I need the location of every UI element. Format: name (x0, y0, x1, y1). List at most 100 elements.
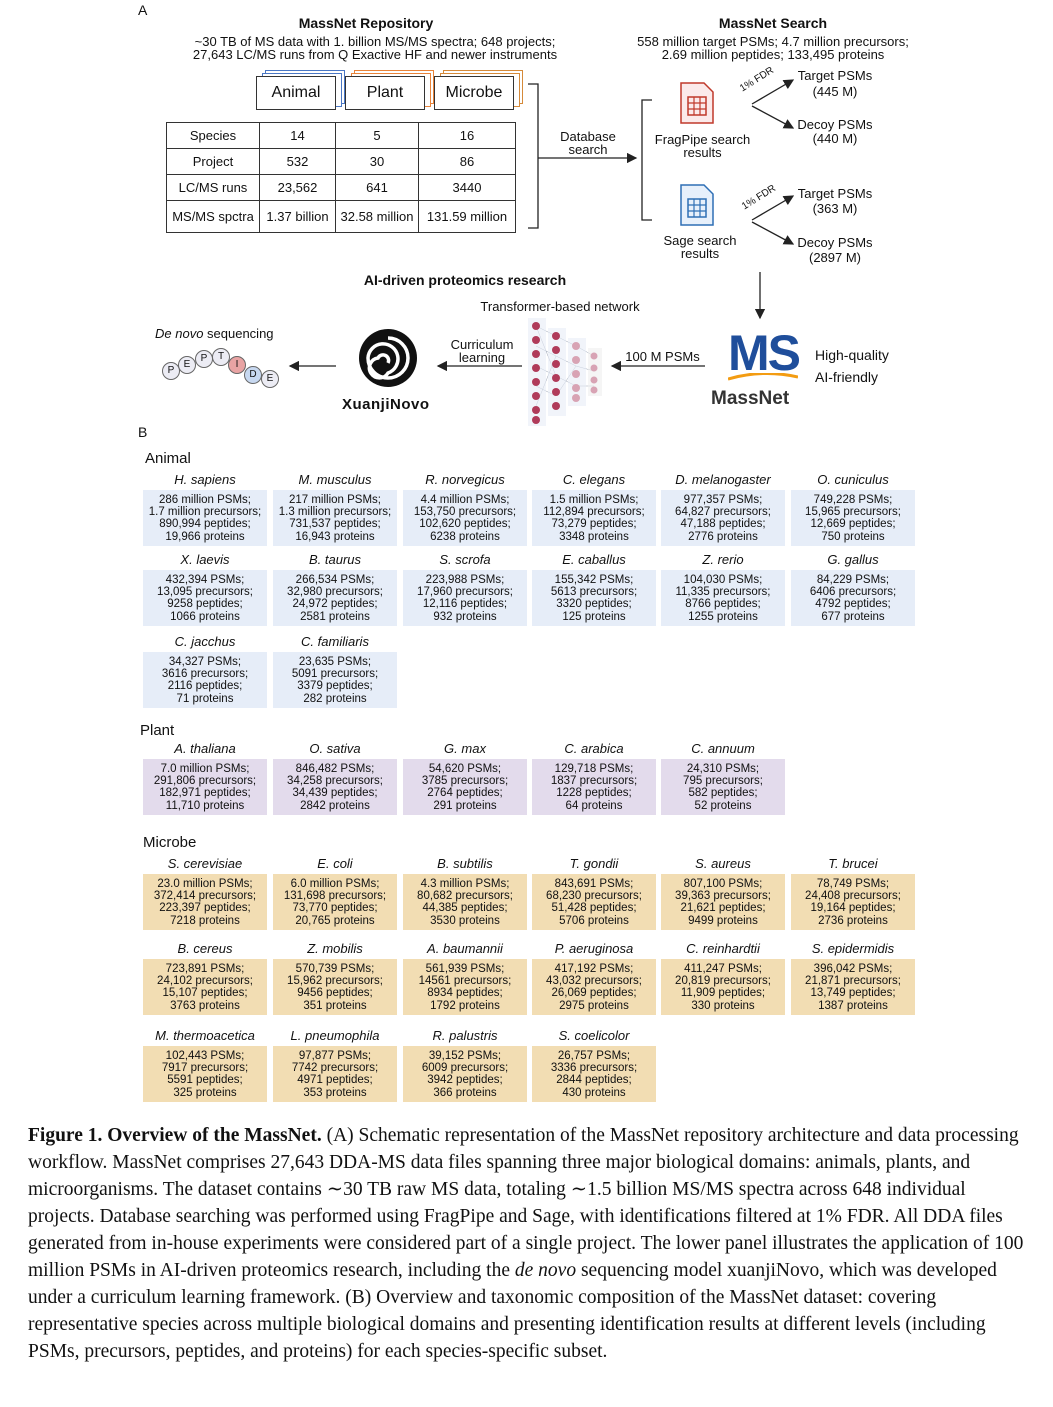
species-stat: 23,635 PSMs; (298, 656, 372, 668)
peptide-bead: D (244, 366, 262, 384)
species-card: 411,247 PSMs;20,819 precursors;11,909 pe… (661, 959, 785, 1015)
species-stat: 73,770 peptides; (292, 902, 378, 915)
denovo-label: De novo sequencing (155, 327, 274, 341)
massnet-logo-icon: MS (728, 325, 801, 381)
search-title: MassNet Search (718, 15, 828, 31)
species-card: 7.0 million PSMs;291,806 precursors;182,… (143, 759, 267, 815)
species-stat: 1.3 million precursors; (278, 506, 392, 519)
species-name: A. baumannii (427, 941, 503, 956)
species-stat: 1387 proteins (818, 999, 888, 1012)
fragpipe-decoy-2: (440 M) (812, 131, 858, 146)
peptide-bead: E (261, 370, 279, 388)
sage-target-2: (363 M) (812, 201, 858, 216)
panel-a-label: A (138, 2, 148, 18)
species-stat: 16,943 proteins (295, 530, 375, 543)
species-name: G. gallus (827, 552, 879, 567)
species-stat: 7742 precursors; (291, 1062, 379, 1075)
species-stat: 47,188 peptides; (680, 518, 766, 531)
species-name: C. annuum (691, 741, 755, 756)
species-stat: 5706 proteins (559, 914, 629, 927)
species-stat: 20,819 precursors; (675, 975, 771, 988)
species-stat: 78,749 PSMs; (816, 878, 890, 890)
species-card: 266,534 PSMs;32,980 precursors;24,972 pe… (273, 570, 397, 626)
species-card: 34,327 PSMs;3616 precursors;2116 peptide… (143, 652, 267, 708)
species-stat: 3530 proteins (430, 914, 500, 927)
species-stat: 4792 peptides; (815, 598, 891, 611)
species-stat: 64 proteins (565, 799, 623, 812)
species-card: 39,152 PSMs;6009 precursors;3942 peptide… (403, 1046, 527, 1102)
species-stat: 24,408 precursors; (805, 890, 901, 903)
folder-animal: Animal (256, 76, 336, 110)
species-name: R. norvegicus (425, 472, 505, 487)
species-name: B. cereus (177, 941, 233, 956)
species-stat: 417,192 PSMs; (554, 963, 634, 975)
animal-section-label: Animal (145, 450, 191, 467)
species-card: 129,718 PSMs;1837 precursors;1228 peptid… (532, 759, 656, 815)
row-label: LC/MS runs (166, 174, 260, 201)
species-card: 97,877 PSMs;7742 precursors;4971 peptide… (273, 1046, 397, 1102)
species-name: C. reinhardtii (686, 941, 760, 956)
species-stat: 19,164 peptides; (810, 902, 896, 915)
species-name: O. cuniculus (817, 472, 889, 487)
species-card: 561,939 PSMs;14561 precursors;8934 pepti… (403, 959, 527, 1015)
table-row: MS/MS spctra 1.37 billion 32.58 million … (166, 200, 516, 233)
massnet-swoosh-icon (727, 368, 799, 381)
species-stat: 5613 precursors; (550, 586, 638, 599)
species-stat: 5591 peptides; (167, 1074, 243, 1087)
xuanji-name: XuanjiNovo (342, 396, 430, 413)
species-stat: 23.0 million PSMs; (157, 878, 253, 890)
species-stat: 26,757 PSMs; (557, 1050, 631, 1062)
species-stat: 8766 peptides; (685, 598, 761, 611)
species-stat: 1228 peptides; (556, 787, 632, 800)
species-card: 723,891 PSMs;24,102 precursors;15,107 pe… (143, 959, 267, 1015)
species-stat: 2764 peptides; (427, 787, 503, 800)
species-card: 749,228 PSMs;15,965 precursors;12,669 pe… (791, 490, 915, 546)
species-stat: 39,363 precursors; (675, 890, 771, 903)
species-stat: 52 proteins (694, 799, 752, 812)
species-stat: 182,971 peptides; (159, 787, 251, 800)
species-stat: 34,327 PSMs; (168, 656, 242, 668)
species-stat: 21,621 peptides; (680, 902, 766, 915)
species-stat: 125 proteins (562, 610, 626, 623)
caption-text-2: sequencing model xuanjiNovo, which was d… (28, 1260, 997, 1362)
species-stat: 3320 peptides; (556, 598, 632, 611)
fragpipe-target-1: Target PSMs (797, 68, 873, 83)
species-stat: 73,279 peptides; (551, 518, 637, 531)
species-stat: 266,534 PSMs; (295, 574, 375, 586)
species-name: S. aureus (695, 856, 751, 871)
species-name: M. thermoacetica (155, 1028, 255, 1043)
species-stat: 843,691 PSMs; (554, 878, 634, 890)
hq-label-1: High-quality (815, 347, 889, 363)
curriculum-label-1: Curriculum (450, 337, 514, 352)
peptide-bead: E (178, 356, 196, 374)
species-stat: 5091 precursors; (291, 668, 379, 681)
cell: 131.59 million (418, 200, 516, 233)
species-name: T. brucei (828, 856, 878, 871)
species-card: 23,635 PSMs;5091 precursors;3379 peptide… (273, 652, 397, 708)
hq-label-2: AI-friendly (815, 369, 879, 385)
repo-desc-1: ~30 TB of MS data with 1. billion MS/MS … (194, 34, 556, 49)
species-name: Z. mobilis (307, 941, 363, 956)
species-stat: 3763 proteins (170, 999, 240, 1012)
species-stat: 24,310 PSMs; (686, 763, 760, 775)
species-card: 223,988 PSMs;17,960 precursors;12,116 pe… (403, 570, 527, 626)
species-stat: 1255 proteins (688, 610, 758, 623)
species-stat: 11,909 peptides; (680, 987, 766, 1000)
species-stat: 54,620 PSMs; (428, 763, 502, 775)
species-stat: 7.0 million PSMs; (160, 763, 250, 775)
species-stat: 97,877 PSMs; (298, 1050, 372, 1062)
species-card: 977,357 PSMs;64,827 precursors;47,188 pe… (661, 490, 785, 546)
species-card: 432,394 PSMs;13,095 precursors;9258 pept… (143, 570, 267, 626)
sage-decoy-2: (2897 M) (808, 250, 862, 265)
transformer-network-icon (524, 316, 610, 428)
repo-title: MassNet Repository (298, 15, 434, 31)
species-card: 570,739 PSMs;15,962 precursors;9456 pept… (273, 959, 397, 1015)
species-stat: 570,739 PSMs; (295, 963, 375, 975)
species-stat: 2116 peptides; (167, 680, 243, 693)
species-stat: 282 proteins (303, 692, 367, 705)
db-search-label-1: Database (560, 129, 616, 144)
species-name: C. jacchus (174, 634, 236, 649)
table-row: Species 14 5 16 (166, 122, 516, 149)
species-stat: 84,229 PSMs; (816, 574, 890, 586)
cell: 30 (335, 148, 419, 175)
